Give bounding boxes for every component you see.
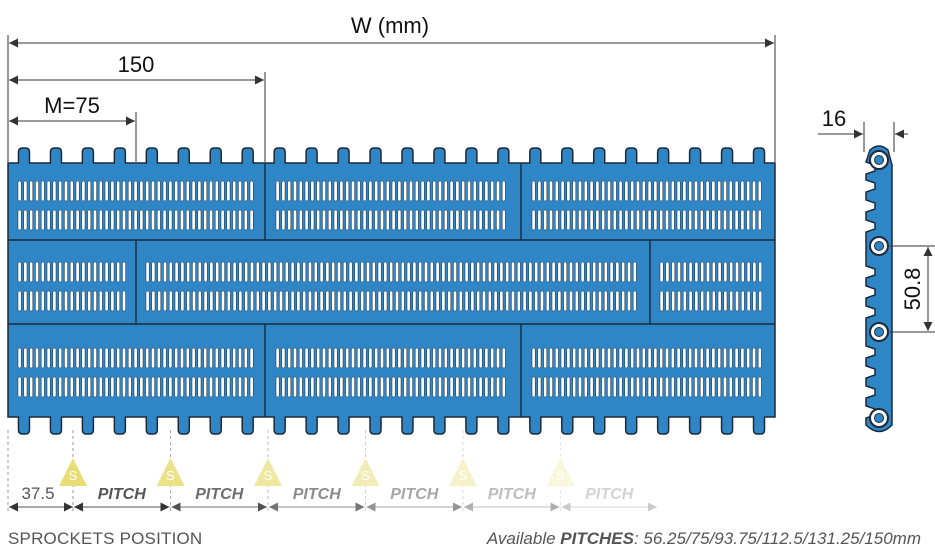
sprocket-marker-4: S PITCH (351, 430, 462, 512)
pitch-height-label: 50.8 (900, 268, 925, 311)
thickness-label: 16 (822, 106, 846, 131)
width-label: W (mm) (351, 13, 429, 38)
pitches-values: : 56.25/75/93.75/112.5/131.25/150mm (633, 529, 921, 548)
hinge-pin-top-core (874, 155, 884, 165)
pitch-label: PITCH (195, 486, 243, 503)
belt-row-joints (8, 163, 775, 417)
module-m-dimension: M=75 (9, 93, 137, 162)
sprocket-marker-letter: S (264, 468, 273, 483)
sprocket-offset-label: 37.5 (21, 484, 54, 503)
pitches-prefix: Available (486, 529, 561, 548)
thickness-dimension: 16 (818, 106, 908, 152)
side-profile (865, 145, 893, 433)
sprocket-marker-1: S PITCH (59, 430, 170, 512)
module-m-label: M=75 (44, 93, 100, 118)
sprocket-positions: 37.5 S PITCH S PITCH S PITCH S PITCH S PITCH S PITC… (7, 430, 657, 512)
hinge-pin-middle-core (874, 241, 884, 251)
module-150-dimension: 150 (9, 52, 266, 162)
sprockets-position-caption: SPROCKETS POSITION (8, 529, 203, 548)
sprocket-marker-3: S PITCH (254, 430, 365, 512)
width-dimension: W (mm) (7, 13, 776, 162)
sprocket-marker-2: S PITCH (156, 430, 267, 512)
pitch-height-dimension: 50.8 (890, 245, 935, 333)
belt-drainage-slots (17, 180, 763, 398)
pitch-label: PITCH (293, 486, 341, 503)
sprocket-marker-6: S PITCH (546, 430, 657, 512)
sprocket-marker-letter: S (166, 468, 175, 483)
pitch-label: PITCH (390, 486, 438, 503)
pitch-label: PITCH (98, 486, 146, 503)
pitch-label: PITCH (585, 486, 633, 503)
hinge-pin-lower-core (874, 327, 884, 337)
sprocket-marker-letter: S (361, 468, 370, 483)
available-pitches-caption: Available PITCHES: 56.25/75/93.75/112.5/… (487, 529, 921, 549)
belt-side-view (865, 145, 893, 433)
pitches-keyword: PITCHES (560, 529, 634, 548)
hinge-pin-bottom-core (874, 413, 884, 423)
pitch-label: PITCH (488, 486, 536, 503)
sprocket-marker-letter: S (556, 468, 565, 483)
sprocket-marker-letter: S (69, 468, 78, 483)
module-150-label: 150 (118, 52, 155, 77)
sprocket-marker-letter: S (459, 468, 468, 483)
modular-belt (7, 147, 776, 435)
sprocket-marker-5: S PITCH (449, 430, 560, 512)
